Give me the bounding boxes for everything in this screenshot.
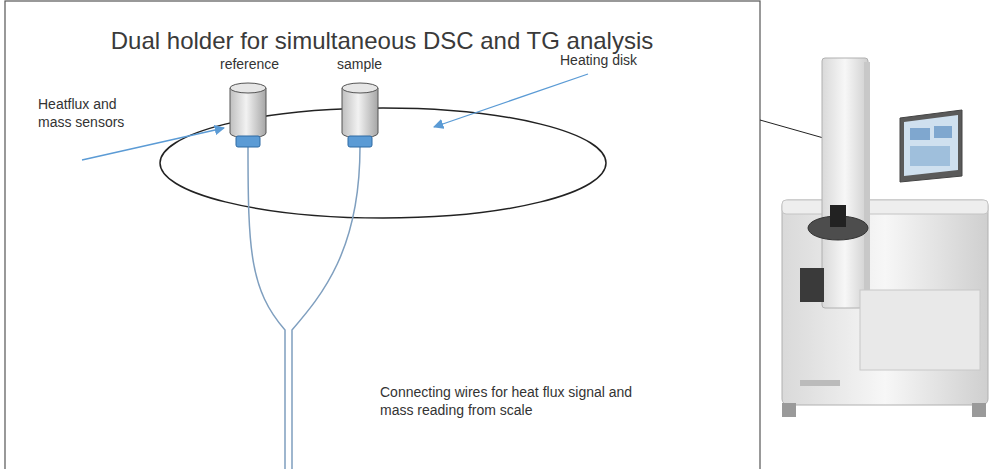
wire	[292, 147, 360, 469]
sample-crucible	[342, 83, 378, 147]
part-label: Heating disk	[560, 52, 637, 70]
pointer-arrow	[82, 128, 224, 160]
part-label: sample	[337, 56, 382, 74]
diagram-title: Dual holder for simultaneous DSC and TG …	[111, 26, 653, 56]
reference-crucible	[230, 83, 266, 147]
note-label: Connecting wires for heat flux signal an…	[380, 384, 650, 419]
wire	[248, 147, 285, 469]
part-label: Heatflux and mass sensors	[38, 96, 148, 131]
heating-disk	[160, 108, 606, 218]
panel-border	[5, 1, 760, 469]
instrument-photo	[782, 58, 988, 417]
pointer-arrow	[434, 74, 588, 127]
part-label: reference	[220, 56, 279, 74]
